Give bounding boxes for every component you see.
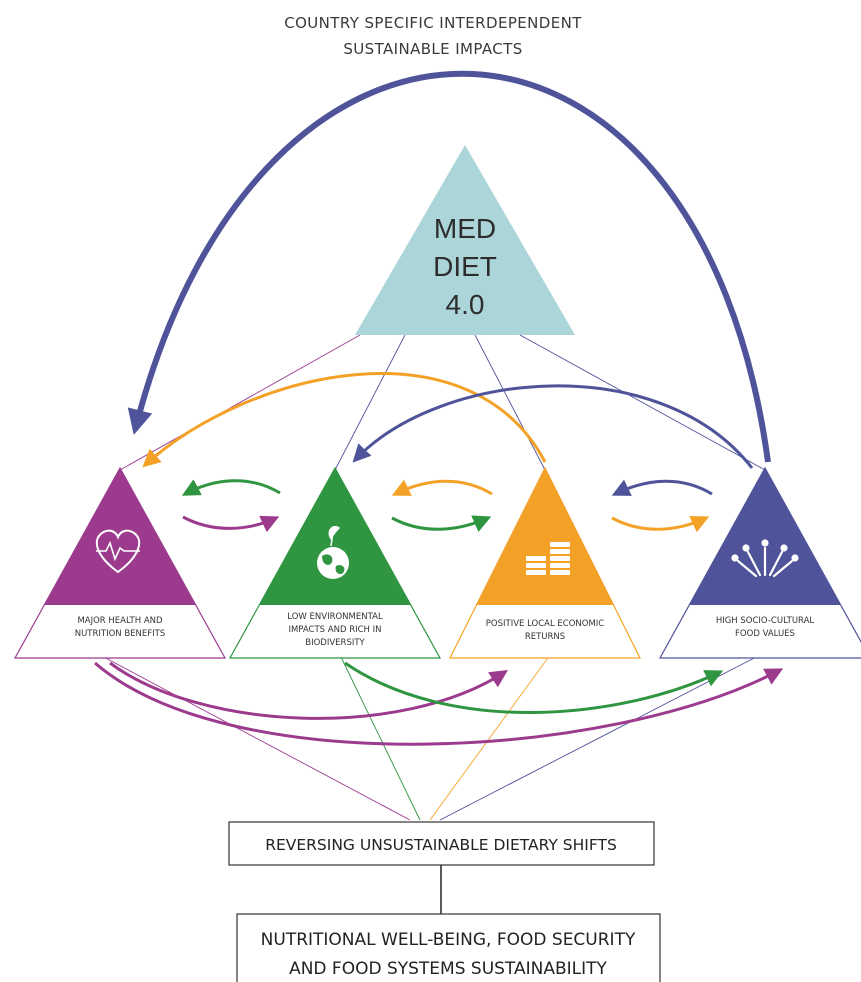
med-diet-label-line-2: DIET <box>433 251 497 282</box>
arrow-environment-to-health <box>181 479 281 496</box>
pillar-environment-label-line-2: IMPACTS AND RICH IN <box>288 625 381 635</box>
diagram-title-line-2: SUSTAINABLE IMPACTS <box>343 40 522 58</box>
outcome-box <box>236 913 661 982</box>
arrow-environment-to-economic <box>391 515 492 533</box>
med-diet-triangle <box>355 145 575 335</box>
outcome-label-line-1: NUTRITIONAL WELL-BEING, FOOD SECURITY <box>261 930 636 950</box>
pillar-economic-label-line-2: RETURNS <box>525 632 565 642</box>
med-diet-connector-lines <box>119 334 766 471</box>
arrow-health-to-environment <box>182 515 280 533</box>
arrow-economic-to-sociocultural <box>611 515 710 533</box>
outcome-label-line-2: AND FOOD SYSTEMS SUSTAINABILITY <box>289 959 607 979</box>
pillar-health: MAJOR HEALTH AND NUTRITION BENEFITS <box>13 466 227 659</box>
diagram-title-line-1: COUNTRY SPECIFIC INTERDEPENDENT <box>284 14 582 32</box>
arrow-sociocultural-to-environment <box>352 384 754 469</box>
pillar-economic: POSITIVE LOCAL ECONOMIC RETURNS <box>449 466 641 659</box>
connector-med-to-sociocultural <box>519 334 766 471</box>
reversing-shifts-label: REVERSING UNSUSTAINABLE DIETARY SHIFTS <box>265 836 617 854</box>
pillar-sociocultural-label-line-1: HIGH SOCIO-CULTURAL <box>716 616 815 626</box>
pillar-health-label-line-2: NUTRITION BENEFITS <box>75 629 166 639</box>
pillar-sociocultural: HIGH SOCIO-CULTURAL FOOD VALUES <box>658 466 861 659</box>
arrow-economic-to-health <box>142 372 547 468</box>
reversing-shifts-box <box>228 821 655 866</box>
arrow-sociocultural-to-health-large <box>127 70 771 463</box>
med-diet-label-line-1: MED <box>434 213 496 244</box>
arrow-health-to-sociocultural <box>94 661 784 746</box>
bottom-connector-lines <box>99 654 761 821</box>
connector-med-to-economic <box>474 334 546 471</box>
med-diet-label-line-3: 4.0 <box>446 289 485 320</box>
connector-sociocultural-to-box <box>439 654 761 821</box>
connector-health-to-box <box>99 654 411 821</box>
arrow-sociocultural-to-economic <box>611 479 713 496</box>
heart-pulse-icon <box>95 529 141 574</box>
pillar-environment: LOW ENVIRONMENTAL IMPACTS AND RICH IN BI… <box>228 466 442 659</box>
people-hands-icon <box>731 539 799 578</box>
pillar-health-triangle <box>44 468 196 605</box>
pillar-economic-triangle <box>476 468 614 605</box>
arrow-health-to-economic <box>109 661 509 720</box>
connector-environment-to-box <box>339 654 421 821</box>
connector-economic-to-box <box>429 654 551 821</box>
pillar-environment-label-line-3: BIODIVERSITY <box>305 638 365 648</box>
arrow-economic-to-environment <box>391 479 493 496</box>
arrow-environment-to-sociocultural <box>344 661 724 715</box>
pillar-sociocultural-label-line-2: FOOD VALUES <box>735 629 795 639</box>
connector-med-to-health <box>119 334 361 471</box>
pillar-economic-label-line-1: POSITIVE LOCAL ECONOMIC <box>486 619 605 629</box>
coin-stacks-icon <box>526 542 570 575</box>
pillar-health-label-line-1: MAJOR HEALTH AND <box>77 616 163 626</box>
pillar-environment-label-line-1: LOW ENVIRONMENTAL <box>287 612 383 622</box>
pillar-sociocultural-triangle <box>689 468 841 605</box>
connector-med-to-environment <box>334 334 406 471</box>
pillar-environment-triangle <box>259 468 411 605</box>
earth-leaf-icon <box>317 525 349 579</box>
